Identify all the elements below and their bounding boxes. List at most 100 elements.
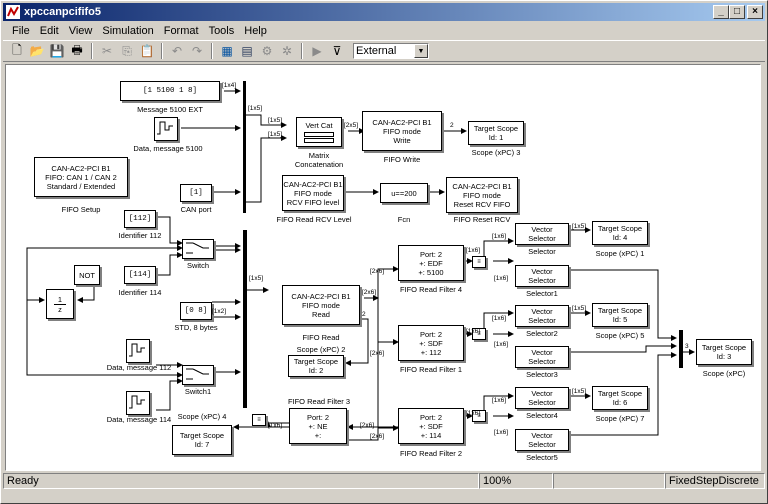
save-icon[interactable]: 💾 (49, 44, 65, 58)
switch1-block[interactable] (182, 365, 214, 385)
mux-bar-middle (243, 230, 247, 408)
vert-cat-block[interactable]: Vert Cat (296, 117, 342, 147)
open-folder-icon[interactable]: 📂 (29, 44, 45, 58)
redo-icon[interactable]: ↷ (191, 44, 203, 58)
simulation-mode-select[interactable]: External ▼ (353, 43, 429, 59)
block-line: Id: 2 (308, 366, 324, 375)
can-port-block[interactable]: [1] (180, 184, 212, 202)
vector-selector2-block[interactable]: Vector Selector (515, 305, 569, 327)
fifo-read-rcv-level-block[interactable]: CAN-AC2-PCI B1 FIFO mode RCV FIFO level (282, 175, 344, 211)
vector-selector3-block[interactable]: Vector Selector (515, 346, 569, 368)
debugger-icon[interactable]: ⚙ (261, 44, 273, 58)
block-value: [1] (189, 188, 203, 197)
switch-block[interactable] (182, 239, 214, 259)
block-line: RCV FIFO level (286, 197, 340, 207)
menu-format[interactable]: Format (163, 25, 199, 37)
block-line: +: SDF (419, 338, 443, 348)
block-line: Id: 3 (716, 352, 732, 361)
fifo-setup-block[interactable]: CAN-AC2-PCI B1 FIFO: CAN 1 / CAN 2 Stand… (34, 157, 128, 197)
window-title: xpccanpcififo5 (24, 6, 102, 18)
display-block-filter4[interactable]: ≡ (472, 256, 486, 268)
std-8-bytes-block[interactable]: [0 8] (180, 302, 212, 320)
block-line: Selector (528, 398, 556, 407)
status-text: Ready (3, 473, 479, 489)
vector-selector-block[interactable]: Vector Selector (515, 223, 569, 245)
start-simulation-icon[interactable]: ▶ (312, 44, 322, 58)
block-label: NOT (79, 270, 95, 280)
block-line: CAN-AC2-PCI B1 (372, 117, 432, 127)
block-caption: Scope (xPC) 5 (595, 331, 645, 340)
data-5100-source-block[interactable] (154, 117, 178, 141)
block-caption: FIFO Read Filter 4 (399, 285, 463, 294)
zoom-level: 100% (479, 473, 553, 489)
fifo-read-filter-4-block[interactable]: Port: 2 +: EDF +: 5100 (398, 245, 464, 281)
cut-icon[interactable]: ✂ (101, 44, 113, 58)
block-line: +: 114 (420, 430, 442, 440)
library-browser-icon[interactable]: ▦ (221, 44, 233, 58)
fifo-reset-rcv-block[interactable]: CAN-AC2-PCI B1 FIFO mode Reset RCV FIFO (446, 177, 518, 213)
switch-icon (186, 368, 209, 380)
fifo-read-block[interactable]: CAN-AC2-PCI B1 FIFO mode Read (282, 285, 360, 325)
block-line: +: 5100 (418, 267, 444, 277)
menu-view[interactable]: View (68, 25, 93, 37)
mux-bar-right (679, 330, 683, 368)
vector-selector4-block[interactable]: Vector Selector (515, 387, 569, 409)
message-5100-ext-block[interactable]: [1 5100 1 8] (120, 81, 220, 101)
identifier-114-block[interactable]: [114] (124, 266, 156, 284)
config-icon[interactable]: ✲ (281, 44, 293, 58)
menu-tools[interactable]: Tools (208, 25, 235, 37)
print-icon[interactable]: 🖶 (71, 42, 83, 57)
block-line: Port: 2 (419, 249, 443, 259)
target-scope-1-block[interactable]: Target Scope Id: 1 (468, 121, 524, 145)
minimize-button[interactable]: _ (713, 5, 729, 19)
vector-selector5-block[interactable]: Vector Selector (515, 429, 569, 451)
block-line: +: SDF (419, 421, 443, 431)
block-line: Standard / Extended (46, 181, 116, 191)
block-caption: CAN port (180, 205, 212, 214)
block-line: FIFO mode (383, 126, 421, 136)
identifier-112-block[interactable]: [112] (124, 210, 156, 228)
fifo-read-filter-3-block[interactable]: Port: 2 +: NE +: (289, 408, 347, 444)
menu-help[interactable]: Help (244, 25, 267, 37)
target-scope-7-block[interactable]: Target Scope Id: 7 (172, 425, 232, 455)
simulation-mode-value: External (356, 45, 397, 57)
close-button[interactable]: × (747, 5, 763, 19)
block-caption: FIFO Setup (61, 205, 101, 214)
target-scope-5-block[interactable]: Target Scope Id: 5 (592, 303, 648, 327)
model-canvas[interactable]: [1 5100 1 8] Message 5100 EXT Data, mess… (5, 64, 761, 471)
target-scope-6-block[interactable]: Target Scope Id: 6 (592, 386, 648, 410)
target-scope-2-block[interactable]: Target Scope Id: 2 (288, 355, 344, 377)
connect-target-icon[interactable]: ⊽ (332, 44, 342, 58)
fifo-read-filter-1-block[interactable]: Port: 2 +: SDF +: 112 (398, 325, 464, 361)
vector-selector1-block[interactable]: Vector Selector (515, 265, 569, 287)
data-114-source-block[interactable] (126, 391, 150, 415)
menu-file[interactable]: File (12, 25, 30, 37)
delay-numerator: 1 (53, 295, 67, 305)
new-file-icon[interactable]: 🗋 (12, 42, 22, 57)
display-block-filter1[interactable]: ≡ (472, 328, 486, 340)
copy-icon[interactable]: ⎘ (122, 43, 132, 58)
fifo-read-filter-2-block[interactable]: Port: 2 +: SDF +: 114 (398, 408, 464, 444)
signal-label: [1x4] (222, 82, 237, 89)
signal-label: [1x6] (268, 422, 283, 429)
fifo-write-block[interactable]: CAN-AC2-PCI B1 FIFO mode Write (362, 111, 442, 151)
display-block-filter3[interactable]: ≡ (252, 414, 266, 426)
menu-edit[interactable]: Edit (39, 25, 59, 37)
target-scope-3-block[interactable]: Target Scope Id: 3 (696, 339, 752, 365)
chevron-down-icon[interactable]: ▼ (414, 44, 428, 58)
fcn-block[interactable]: u==200 (380, 183, 428, 203)
unit-delay-block[interactable]: 1 z (46, 289, 74, 319)
not-block[interactable]: NOT (74, 265, 100, 285)
signal-label: 2 (450, 122, 454, 129)
display-block-filter2[interactable]: ≡ (472, 410, 486, 422)
model-explorer-icon[interactable]: ▤ (241, 44, 253, 58)
paste-icon[interactable]: 📋 (139, 44, 155, 58)
data-112-source-block[interactable] (126, 339, 150, 363)
target-scope-4-block[interactable]: Target Scope Id: 4 (592, 221, 648, 245)
block-line: Selector (528, 357, 556, 366)
menu-simulation[interactable]: Simulation (102, 25, 154, 37)
block-line: Id: 6 (612, 398, 628, 407)
maximize-button[interactable]: □ (729, 5, 745, 19)
undo-icon[interactable]: ↶ (171, 44, 183, 58)
